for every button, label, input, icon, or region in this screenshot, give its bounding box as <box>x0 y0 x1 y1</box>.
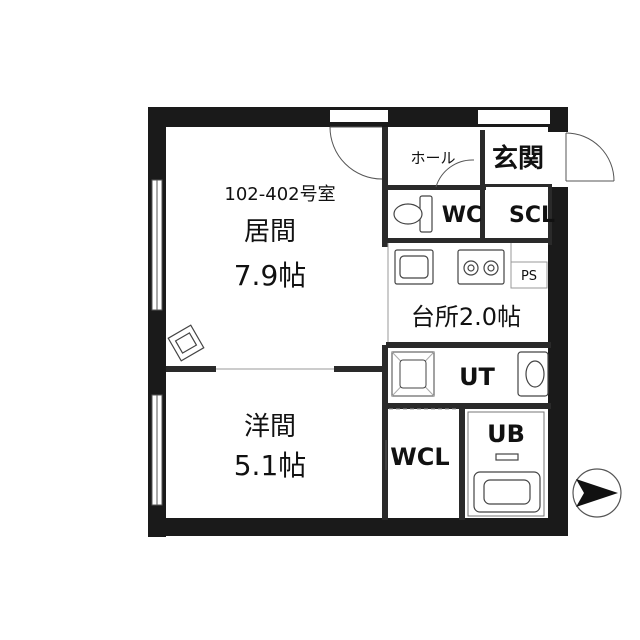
thin-lines <box>216 243 548 517</box>
ut-label: UT <box>459 363 495 391</box>
entrance-opening <box>478 110 550 124</box>
sink-icon <box>394 249 434 285</box>
washbasin-icon <box>517 351 549 397</box>
left-windows <box>151 179 163 506</box>
ub-label: UB <box>487 420 525 448</box>
top-opening <box>330 110 388 122</box>
bathtub-icon <box>473 453 541 513</box>
doors <box>329 126 615 470</box>
entrance-label: 玄関 <box>492 143 544 174</box>
kitchen-label: 台所2.0帖 <box>411 303 521 331</box>
stove-icon <box>457 249 505 285</box>
wcl-label: WCL <box>390 443 449 471</box>
chair-icon <box>167 324 205 362</box>
north-arrow-icon <box>572 468 622 518</box>
interior-walls <box>166 127 552 520</box>
living-room-name: 居間 <box>244 217 296 247</box>
hall-label: ホール <box>410 149 455 167</box>
western-room-size: 5.1帖 <box>234 449 307 482</box>
western-room-name: 洋間 <box>244 412 296 442</box>
ps-label: PS <box>521 269 537 284</box>
unit-number: 102-402号室 <box>224 184 335 205</box>
toilet-icon <box>393 195 433 233</box>
washer-icon <box>391 351 435 397</box>
scl-label: SCL <box>509 203 555 228</box>
wc-label: WC <box>442 203 482 228</box>
living-room-size: 7.9帖 <box>234 259 307 292</box>
